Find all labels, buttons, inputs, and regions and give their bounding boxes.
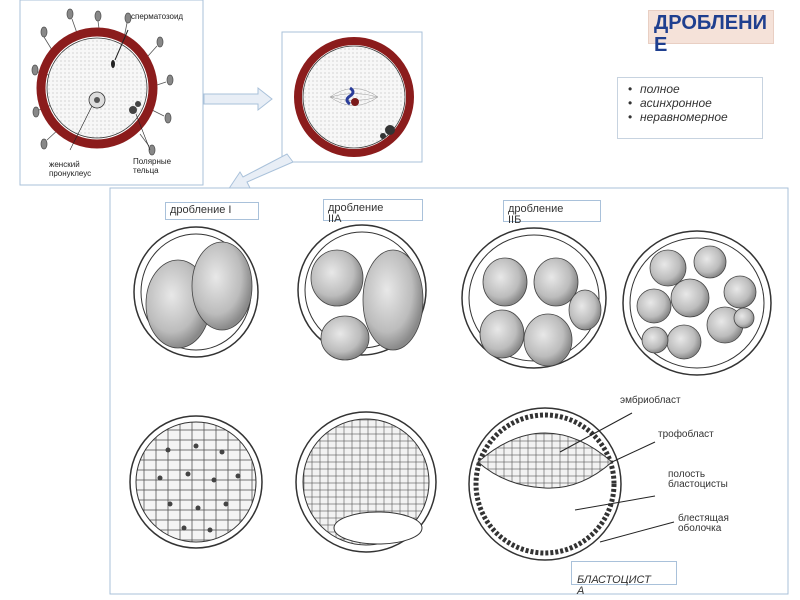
page-title: ДРОБЛЕНИЕ (654, 12, 774, 56)
stage-2-cells (134, 227, 258, 357)
arrow-diagonal-icon (228, 154, 293, 190)
cavity-label: полость бластоцисты (668, 470, 736, 490)
zygote-diagram (282, 32, 422, 162)
trophoblast-label: трофобласт (658, 430, 724, 440)
stage-2a-label: дробление IIА (323, 199, 423, 221)
pronucleus-label: женский пронуклеус (49, 160, 109, 178)
arrow-right-icon (204, 88, 272, 110)
stage-4-cells-b (462, 228, 606, 368)
blastocyst-caption: БЛАСТОЦИСТА (577, 575, 657, 597)
property-item: полное (628, 82, 758, 96)
early-blastocyst (296, 412, 436, 552)
morula (623, 231, 771, 375)
morula-section (130, 416, 262, 548)
property-item: неравномерное (628, 110, 758, 124)
polar-bodies-label: Полярные тельца (133, 157, 195, 175)
sperm-label: сперматозоид (131, 12, 203, 21)
stage-1-label: дробление I (165, 202, 259, 220)
embryoblast-label: эмбриобласт (620, 396, 700, 406)
properties-list: полное асинхронное неравномерное (628, 82, 758, 124)
stage-2b-label: дробление IIБ (503, 200, 601, 222)
zona-label: блестящая оболочка (678, 514, 744, 534)
property-item: асинхронное (628, 96, 758, 110)
